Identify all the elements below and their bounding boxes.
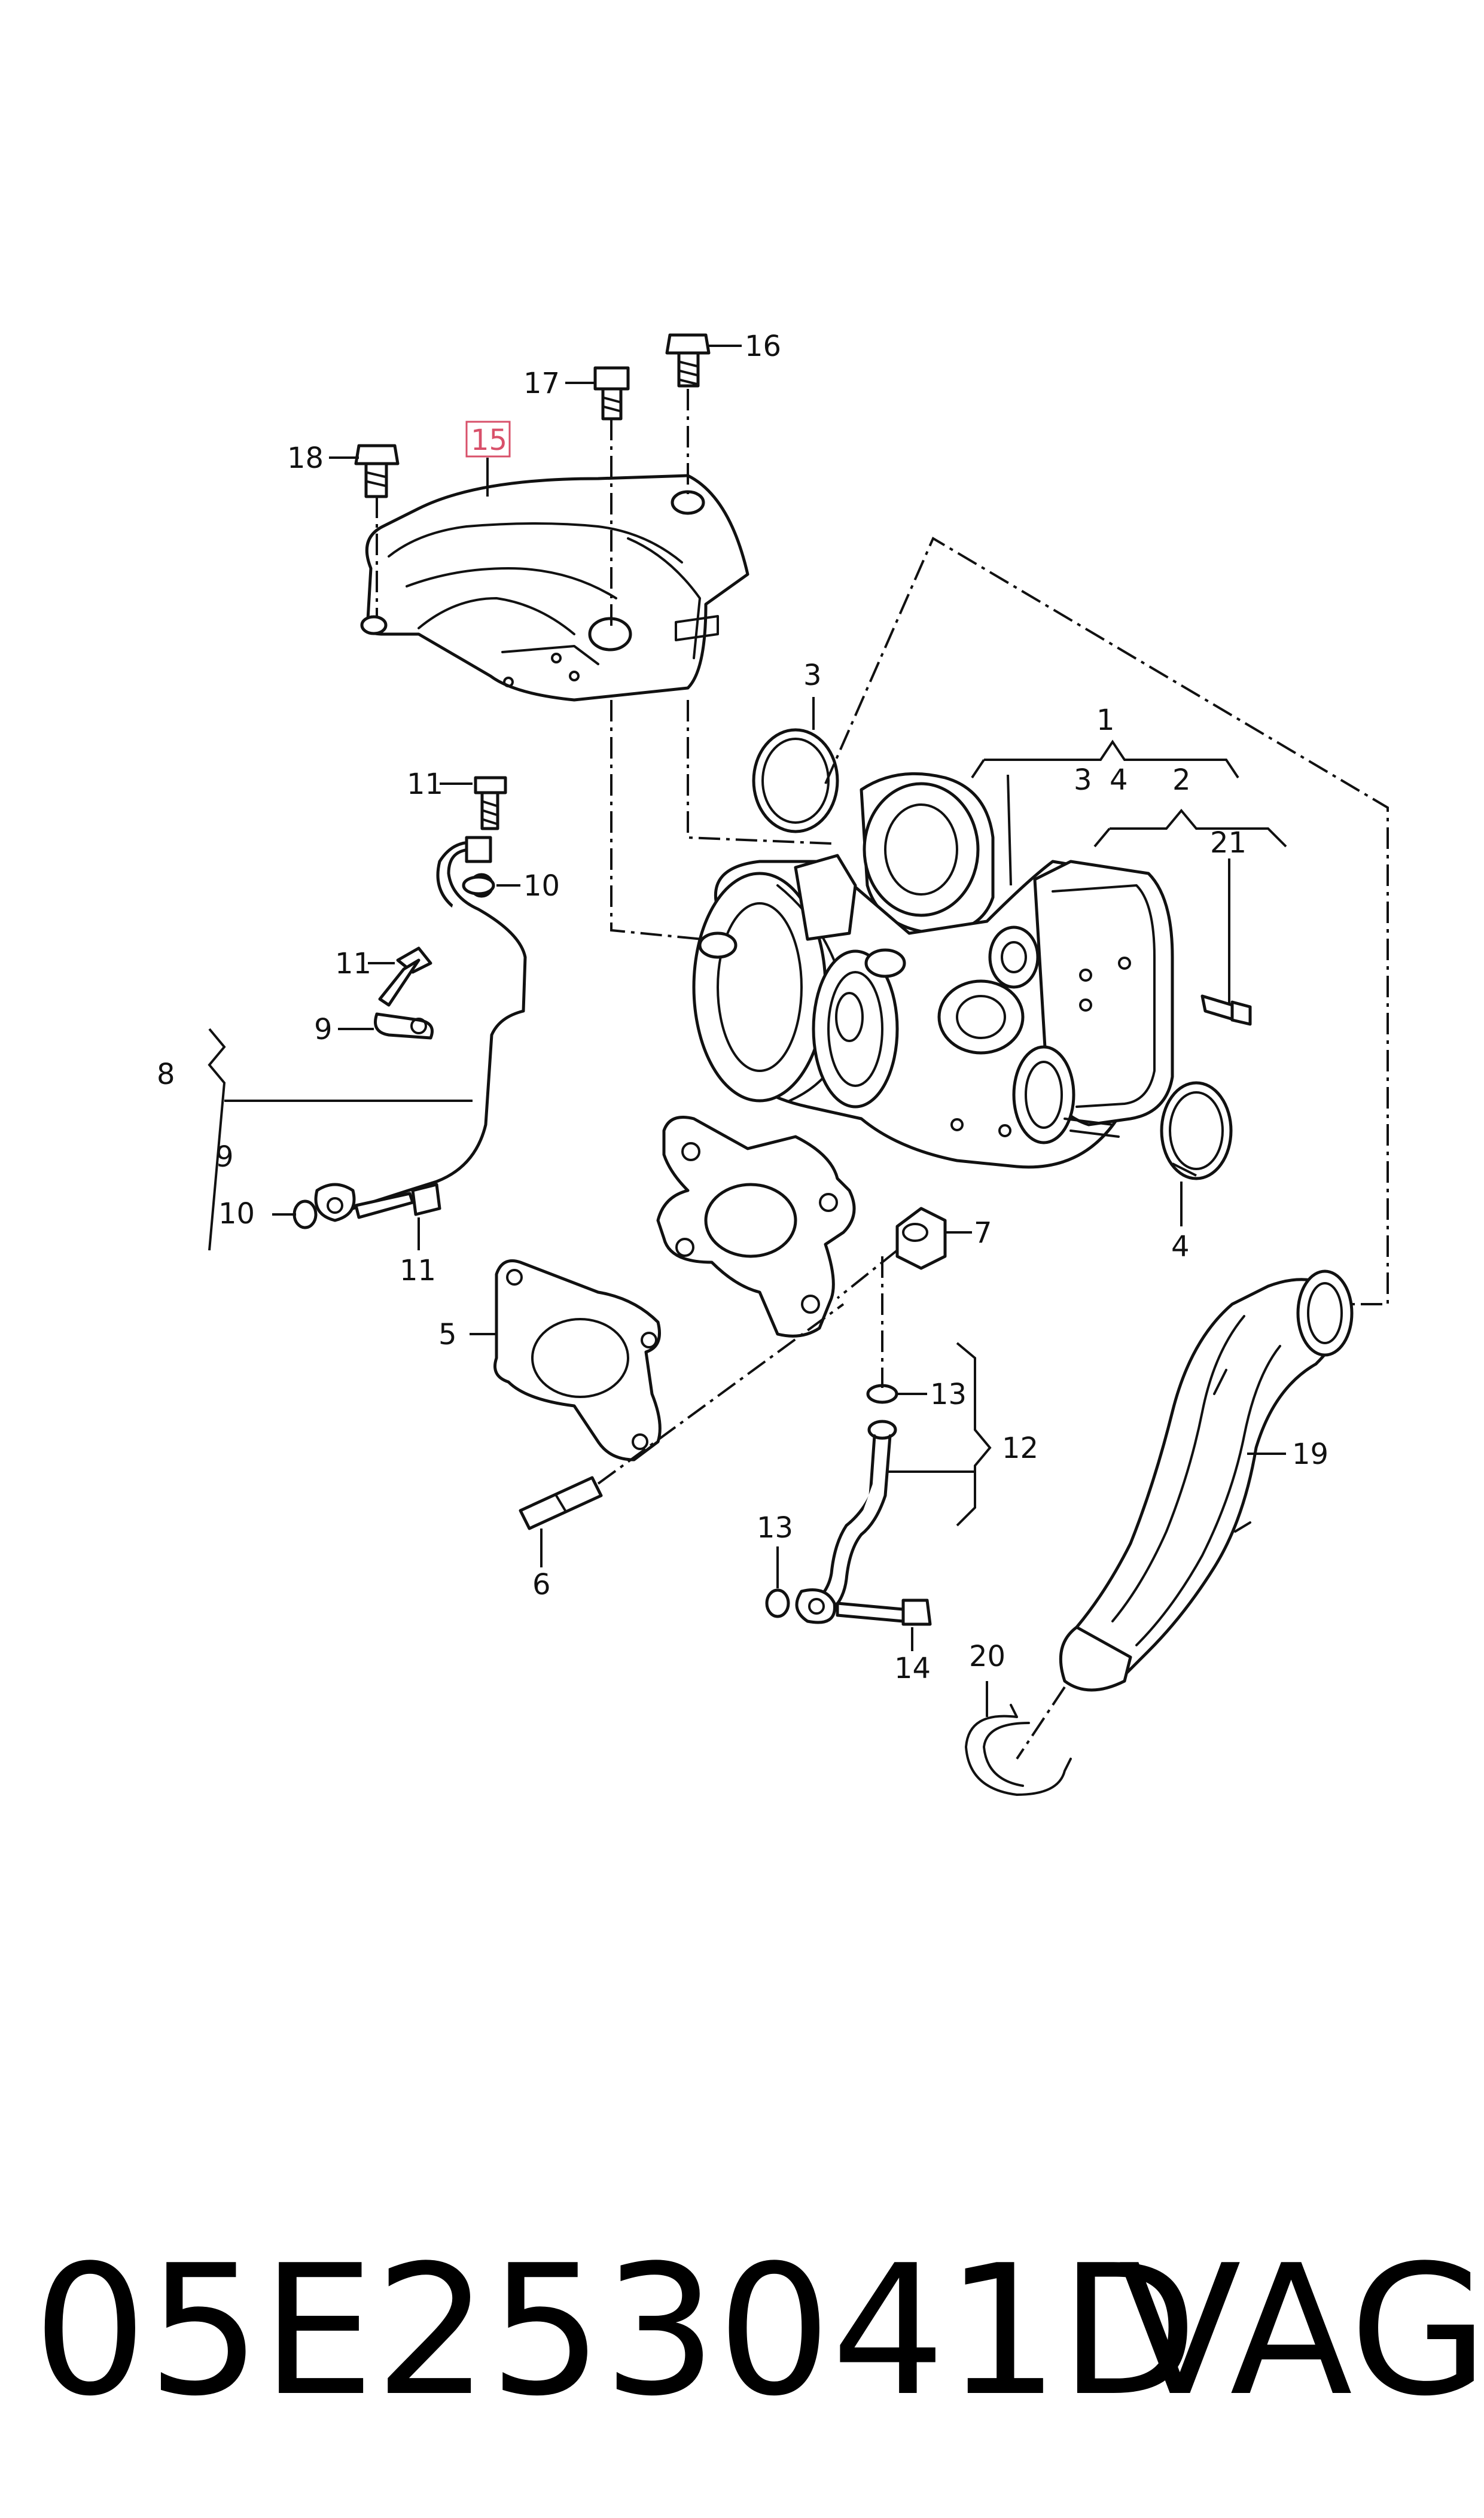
highlight-box-15 bbox=[465, 421, 511, 458]
nut-7 bbox=[836, 1207, 947, 1299]
callout-11-mid: 11 bbox=[335, 947, 371, 981]
leader-lines bbox=[208, 345, 1287, 1717]
charge-air-pipe-19 bbox=[1059, 1269, 1354, 1692]
callout-16: 16 bbox=[745, 330, 781, 363]
callout-14: 14 bbox=[894, 1652, 931, 1685]
callout-18: 18 bbox=[287, 442, 324, 475]
o-ring-3 bbox=[752, 728, 839, 833]
exhaust-flange bbox=[656, 1116, 856, 1338]
callout-6: 6 bbox=[532, 1568, 551, 1601]
bolt-14 bbox=[836, 1599, 932, 1626]
callout-10-lower: 10 bbox=[218, 1197, 255, 1231]
turbocharger bbox=[692, 772, 1174, 1169]
screw-21 bbox=[1200, 994, 1252, 1026]
bolt-11-upper bbox=[474, 776, 507, 830]
callout-8: 8 bbox=[157, 1058, 175, 1091]
callout-13-lower: 13 bbox=[757, 1511, 793, 1545]
callout-9-mid: 9 bbox=[314, 1013, 333, 1046]
callout-4: 4 bbox=[1171, 1230, 1190, 1263]
seal-10-upper bbox=[462, 875, 495, 896]
callout-21: 21 bbox=[1210, 826, 1247, 860]
callout-19: 19 bbox=[1292, 1438, 1328, 1471]
bolt-18 bbox=[354, 444, 400, 498]
gasket-5 bbox=[493, 1259, 662, 1462]
callout-3-group: 3 bbox=[1074, 763, 1092, 797]
callout-9-group: 9 bbox=[215, 1140, 234, 1174]
seal-10-lower bbox=[292, 1199, 318, 1229]
o-ring-4 bbox=[1160, 1081, 1233, 1180]
callout-7: 7 bbox=[974, 1216, 992, 1250]
seal-13-lower bbox=[765, 1588, 790, 1618]
callout-labels: 15 16 17 18 3 1 3 4 2 21 4 11 10 11 9 8 … bbox=[157, 330, 1328, 1685]
footer: 05E253041D VAG bbox=[33, 2227, 1484, 2435]
callout-5: 5 bbox=[438, 1318, 457, 1351]
clip-20 bbox=[965, 1686, 1072, 1796]
bracket-9 bbox=[374, 1012, 434, 1040]
callout-20: 20 bbox=[969, 1640, 1005, 1673]
bolt-11-lower bbox=[354, 1183, 441, 1219]
bolt-17 bbox=[593, 366, 630, 421]
heat-shield bbox=[360, 474, 749, 702]
callout-4-group: 4 bbox=[1110, 763, 1128, 797]
callout-2: 2 bbox=[1172, 763, 1191, 797]
callout-15: 15 bbox=[471, 424, 507, 457]
callout-12: 12 bbox=[1002, 1432, 1038, 1465]
brand-name: VAG bbox=[1119, 2227, 1484, 2435]
callout-11-upper: 11 bbox=[407, 768, 443, 801]
callout-11-lower: 11 bbox=[400, 1254, 436, 1287]
part-number: 05E253041D bbox=[33, 2227, 1198, 2435]
bolt-16 bbox=[665, 333, 711, 388]
callout-17: 17 bbox=[523, 367, 560, 400]
bolt-11-mid bbox=[378, 946, 432, 1007]
callout-13-upper: 13 bbox=[930, 1378, 967, 1411]
callout-1: 1 bbox=[1096, 704, 1115, 737]
callout-3-upper: 3 bbox=[803, 659, 822, 692]
coolant-pipe-12 bbox=[795, 1256, 898, 1624]
callout-10-upper: 10 bbox=[523, 869, 560, 903]
stud-6 bbox=[519, 1303, 845, 1530]
